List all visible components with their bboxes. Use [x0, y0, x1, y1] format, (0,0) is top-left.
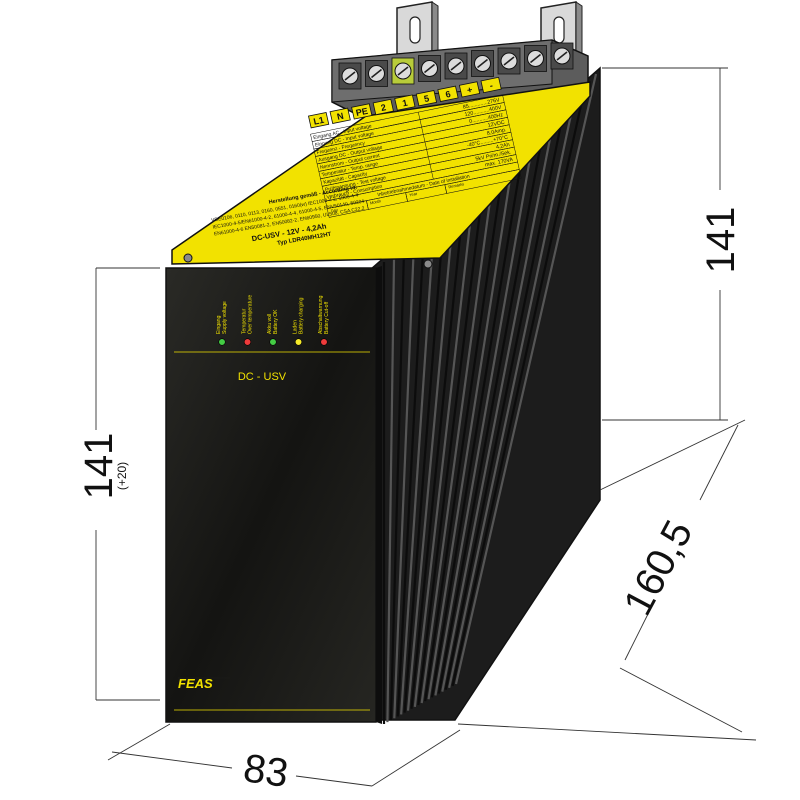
screw-icon: [183, 253, 193, 263]
heatsink-fin: [451, 82, 587, 687]
led-label-en: Battery charging: [299, 297, 305, 334]
screw-icon: [423, 259, 433, 269]
install-col-label: Year: [409, 191, 419, 198]
feas-logo: FEAS: [178, 676, 230, 691]
led-label-de: Abschaltwarnung: [318, 295, 324, 334]
led-label-en: Battery Cut-off: [324, 301, 330, 334]
heatsink-fin: [406, 199, 456, 711]
terminal-label-box: [308, 112, 330, 129]
front-title: DC - USV: [238, 371, 287, 383]
heatsink-fin: [410, 190, 466, 709]
heatsink-fin: [427, 145, 517, 700]
terminal-label-box: [458, 81, 481, 98]
dim-height-back: 141: [699, 207, 743, 274]
heatsink-fin: [434, 127, 537, 696]
heatsink-fin: [413, 181, 476, 707]
dimension-lines: [95, 67, 757, 787]
logo-text: FEAS: [178, 676, 213, 691]
led-icon: [294, 338, 303, 346]
heatsink-fin: [400, 217, 436, 715]
led-label-en: Supply voltage: [222, 301, 228, 334]
terminal-label-box: [394, 94, 416, 111]
dim-height-front-note: (+20): [115, 462, 129, 490]
terminal-label-box: [480, 76, 502, 94]
led-icon: [218, 338, 226, 346]
led-icon: [243, 338, 252, 346]
terminal-label: 5: [423, 93, 430, 104]
install-col-label: Month: [369, 198, 381, 205]
terminal-label: -: [489, 80, 494, 90]
spec-value: 8,0Amp.: [486, 127, 507, 137]
heatsink-fin: [430, 136, 527, 698]
terminal-label: 6: [445, 89, 452, 100]
terminal-label: L1: [312, 115, 324, 127]
spec-value: max. 170VA: [485, 157, 515, 169]
dim-depth: 160,5: [616, 513, 702, 622]
heatsink-fin: [444, 100, 567, 690]
heatsink-fin: [441, 109, 557, 692]
heatsink-fin: [417, 172, 487, 706]
terminal-label: +: [466, 84, 473, 95]
spec-value: 12VDC: [487, 120, 505, 129]
terminal-label: PE: [355, 106, 369, 118]
terminal-label-box: [437, 85, 459, 102]
install-col-label: Remarks: [448, 181, 465, 189]
led-icon: [269, 338, 277, 346]
heatsink-fin: [403, 208, 446, 713]
install-col-label: Day: [330, 207, 338, 213]
terminal-label: 1: [401, 98, 408, 109]
heatsink-fin: [396, 226, 426, 717]
heatsink-fin: [424, 154, 507, 702]
dim-height-front: 141: [77, 433, 121, 500]
terminal-label: N: [336, 111, 345, 122]
led-label-en: Battery OK: [273, 309, 279, 334]
led-label-de: Temperatur: [242, 308, 248, 334]
terminal-label-box: [372, 98, 394, 116]
led-label-de: Eingang: [216, 315, 222, 334]
heatsink-fin: [437, 118, 547, 694]
heatsink-fin: [448, 91, 577, 689]
spec-value: 4,2Ah: [495, 142, 510, 151]
heatsink-fin: [420, 163, 497, 704]
heatsink-fin: [454, 73, 598, 685]
terminal-label-box: [415, 90, 438, 107]
led-label-de: Akku voll: [267, 314, 273, 334]
led-label-de: Laden: [293, 320, 299, 334]
dim-width: 83: [241, 746, 291, 796]
terminal-label-box: [351, 103, 373, 120]
terminal-label-box: [329, 107, 351, 124]
heatsink-fin: [393, 235, 416, 719]
terminal-label: 2: [380, 102, 387, 113]
heatsink-fin: [386, 253, 396, 723]
led-label-en: Over temperature: [248, 295, 254, 334]
heatsink-fin: [389, 244, 406, 721]
led-icon: [320, 338, 328, 346]
